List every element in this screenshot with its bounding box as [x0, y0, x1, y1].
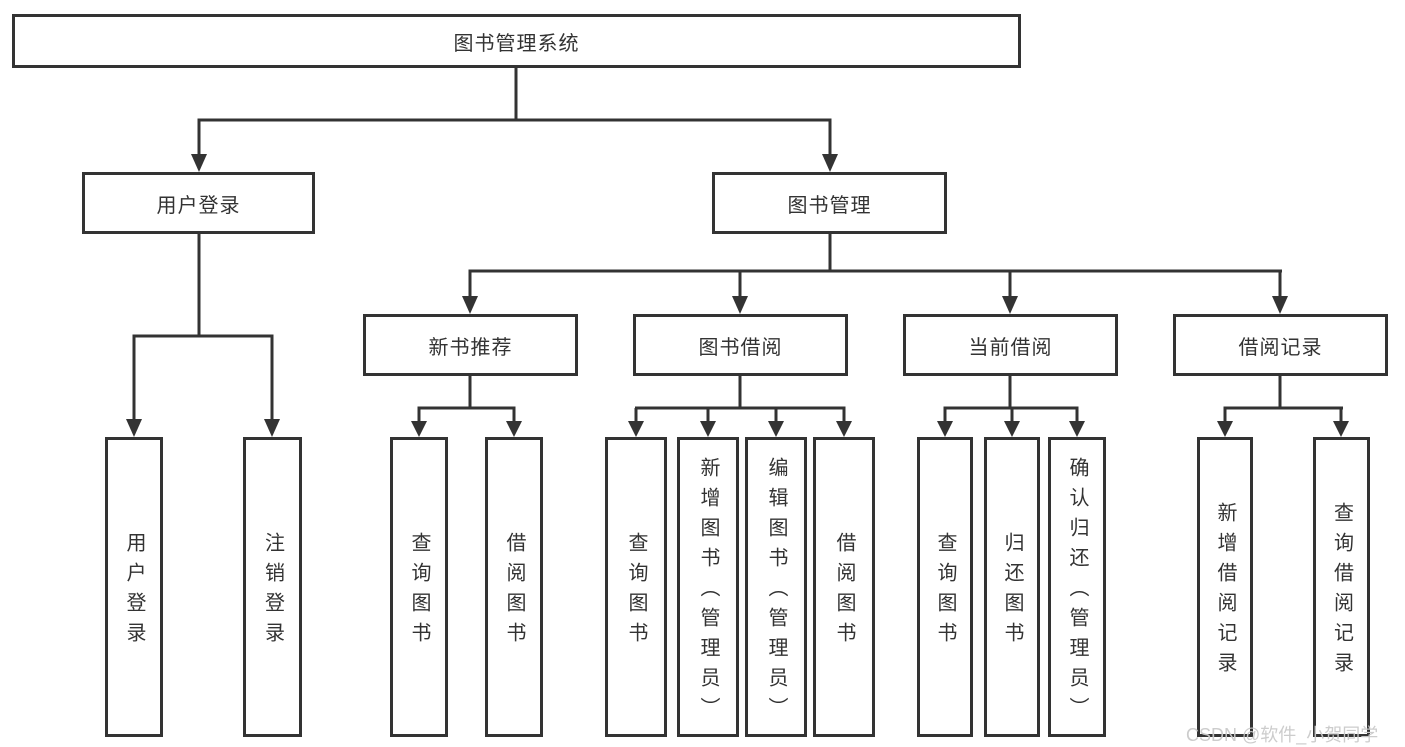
leaf-logout: 注销登录 [243, 437, 302, 737]
connector-book-borrowing-split [628, 376, 852, 437]
node-label: 编辑图书（管理员） [765, 457, 787, 727]
node-label: 当前借阅 [968, 336, 1053, 359]
connector-current-borrowing-split [937, 376, 1085, 437]
connector-user-login-split [126, 234, 280, 437]
node-label: 借阅记录 [1238, 336, 1323, 359]
connector-root-split [191, 68, 838, 172]
node-label: 确认归还（管理员） [1066, 457, 1088, 727]
leaf-bb-borrow-books: 借阅图书 [813, 437, 875, 737]
watermark: CSDN @软件_小贺同学 [1186, 725, 1379, 745]
node-label: 用户登录 [156, 194, 241, 217]
node-label: 新增图书（管理员） [697, 457, 719, 727]
leaf-cb-return-books: 归还图书 [984, 437, 1040, 737]
connector-borrow-records-split [1217, 376, 1349, 437]
leaf-user-login: 用户登录 [105, 437, 163, 737]
node-label: 查询图书 [625, 532, 647, 652]
node-user-login: 用户登录 [82, 172, 315, 234]
node-label: 查询借阅记录 [1330, 502, 1353, 682]
node-label: 新书推荐 [428, 336, 513, 359]
leaf-br-query-record: 查询借阅记录 [1313, 437, 1370, 737]
connector-book-management-split [462, 234, 1288, 314]
leaf-nbr-query-books: 查询图书 [390, 437, 448, 737]
node-label: 图书借阅 [698, 336, 783, 359]
node-root: 图书管理系统 [12, 14, 1021, 68]
node-book-borrowing: 图书借阅 [633, 314, 848, 376]
node-book-management: 图书管理 [712, 172, 947, 234]
leaf-bb-add-book-admin: 新增图书（管理员） [677, 437, 739, 737]
node-label: 查询图书 [408, 532, 430, 652]
leaf-bb-query-books: 查询图书 [605, 437, 667, 737]
node-label: 图书管理系统 [453, 32, 580, 55]
node-label: 用户登录 [123, 532, 145, 652]
connector-new-book-recommend-split [411, 376, 522, 437]
node-label: 注销登录 [261, 532, 284, 652]
node-label: 查询图书 [934, 532, 956, 652]
node-new-book-recommend: 新书推荐 [363, 314, 578, 376]
leaf-bb-edit-book-admin: 编辑图书（管理员） [745, 437, 807, 737]
node-label: 归还图书 [1001, 532, 1023, 652]
leaf-cb-confirm-return-admin: 确认归还（管理员） [1048, 437, 1106, 737]
node-current-borrowing: 当前借阅 [903, 314, 1118, 376]
node-label: 新增借阅记录 [1214, 502, 1236, 682]
node-label: 借阅图书 [833, 532, 855, 652]
leaf-br-add-record: 新增借阅记录 [1197, 437, 1253, 737]
leaf-cb-query-books: 查询图书 [917, 437, 973, 737]
node-label: 图书管理 [787, 194, 872, 217]
leaf-nbr-borrow-books: 借阅图书 [485, 437, 543, 737]
node-borrow-records: 借阅记录 [1173, 314, 1388, 376]
node-label: 借阅图书 [503, 532, 525, 652]
